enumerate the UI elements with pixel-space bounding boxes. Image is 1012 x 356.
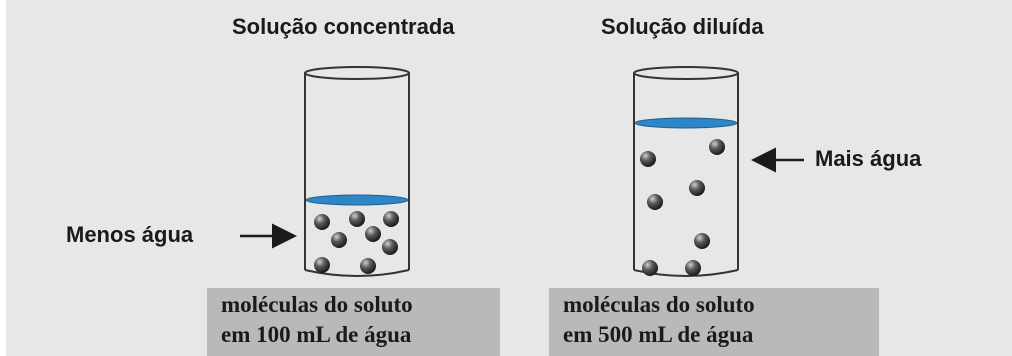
solute-particles-diluted: [640, 139, 725, 276]
particle-icon: [640, 151, 656, 167]
caption-line-1: moléculas do soluto: [221, 292, 413, 317]
particle-icon: [642, 260, 658, 276]
left-white-edge: [0, 0, 6, 356]
particle-icon: [349, 211, 365, 227]
particle-icon: [365, 226, 381, 242]
solute-particles-concentrated: [314, 211, 399, 274]
title-diluted: Solução diluída: [601, 14, 764, 39]
title-concentrated: Solução concentrada: [232, 14, 455, 39]
caption-concentrated: moléculas do soluto em 100 mL de água: [207, 288, 500, 356]
particle-icon: [647, 194, 663, 210]
caption-diluted: moléculas do soluto em 500 mL de água: [549, 288, 879, 356]
particle-icon: [709, 139, 725, 155]
label-more-water: Mais água: [815, 146, 922, 171]
particle-icon: [314, 214, 330, 230]
particle-icon: [314, 257, 330, 273]
water-surface-concentrated: [305, 194, 409, 206]
caption-line-1: moléculas do soluto: [563, 292, 755, 317]
particle-icon: [383, 211, 399, 227]
beaker-icon: [633, 66, 739, 277]
particle-icon: [689, 180, 705, 196]
particle-icon: [360, 258, 376, 274]
water-surface-diluted: [634, 117, 738, 129]
particle-icon: [694, 233, 710, 249]
particle-icon: [382, 239, 398, 255]
particle-icon: [685, 260, 701, 276]
particle-icon: [331, 232, 347, 248]
caption-line-2: em 500 mL de água: [563, 322, 754, 347]
caption-line-2: em 100 mL de água: [221, 322, 412, 347]
label-less-water: Menos água: [66, 222, 194, 247]
beaker-icon: [304, 66, 410, 277]
